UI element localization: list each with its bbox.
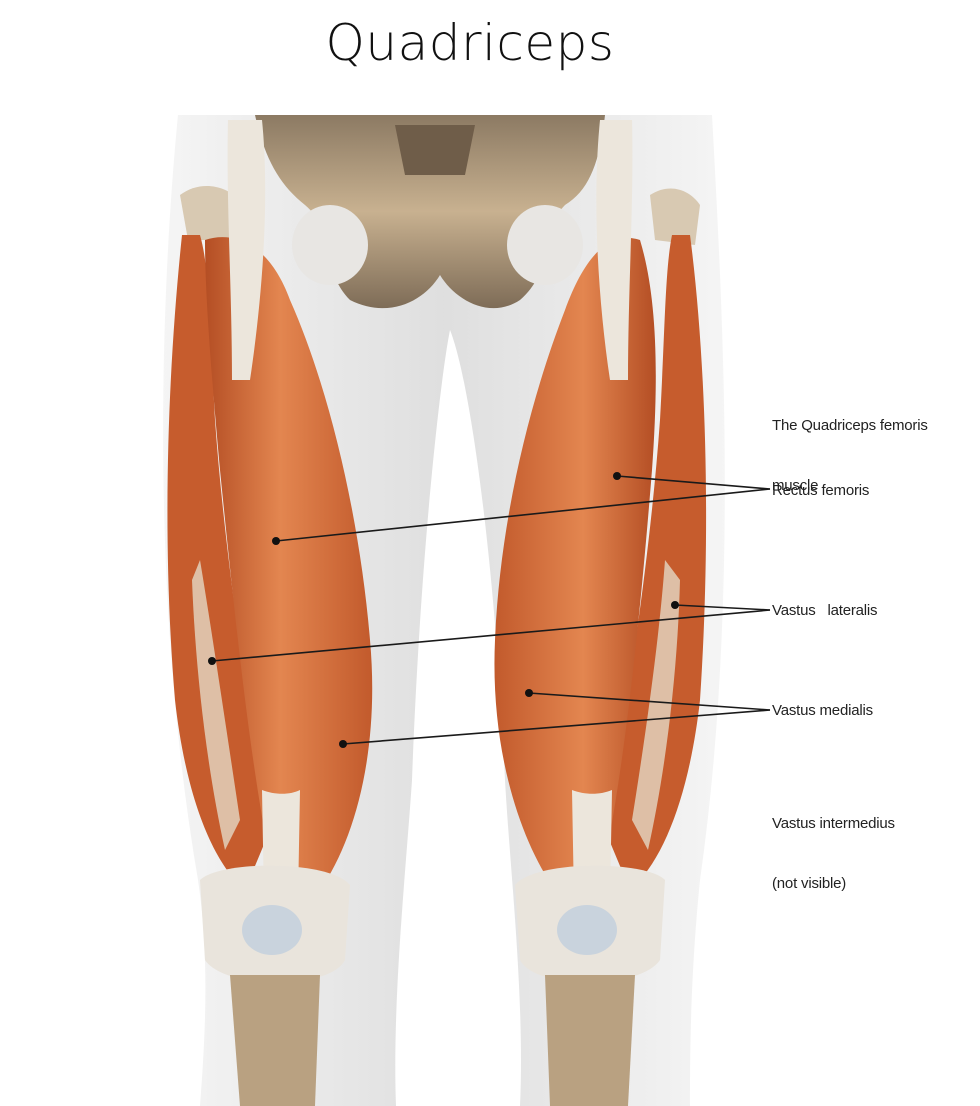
- label-vastus-medialis: Vastus medialis: [772, 702, 873, 719]
- label-quadriceps-header-line2: muscle: [772, 477, 819, 494]
- dot-vastus-medialis-right: [525, 689, 533, 697]
- left-knee: [200, 865, 350, 1106]
- dot-vastus-lateralis-right: [671, 601, 679, 609]
- leader-vastus-medialis-left: [342, 709, 771, 745]
- right-quadriceps: [494, 120, 707, 900]
- leader-lines: [211, 475, 771, 745]
- page-title: Quadriceps: [325, 14, 615, 72]
- label-rectus-femoris: Rectus femoris: [772, 482, 870, 499]
- leader-vastus-lateralis-left: [211, 609, 771, 662]
- leader-vastus-medialis-right: [528, 692, 771, 711]
- label-vastus-intermedius-line2: (not visible): [772, 875, 847, 892]
- leader-vastus-lateralis-right: [674, 604, 771, 611]
- leader-rectus-femoris-left: [275, 488, 771, 542]
- label-vastus-intermedius-line1: Vastus intermedius: [772, 815, 895, 832]
- label-quadriceps-header: The Quadriceps femoris muscle: [772, 376, 928, 516]
- dot-vastus-lateralis-left: [208, 657, 216, 665]
- pelvis-bone: [180, 115, 700, 309]
- dot-rectus-femoris-left: [272, 537, 280, 545]
- dot-vastus-medialis-left: [339, 740, 347, 748]
- label-vastus-intermedius: Vastus intermedius (not visible): [772, 774, 895, 914]
- left-quadriceps: [167, 120, 373, 900]
- leader-dots: [208, 472, 679, 748]
- label-vastus-lateralis: Vastus lateralis: [772, 602, 878, 619]
- label-quadriceps-header-line1: The Quadriceps femoris: [772, 417, 928, 434]
- leader-rectus-femoris-right: [616, 475, 771, 490]
- right-knee: [515, 865, 665, 1106]
- dot-rectus-femoris-right: [613, 472, 621, 480]
